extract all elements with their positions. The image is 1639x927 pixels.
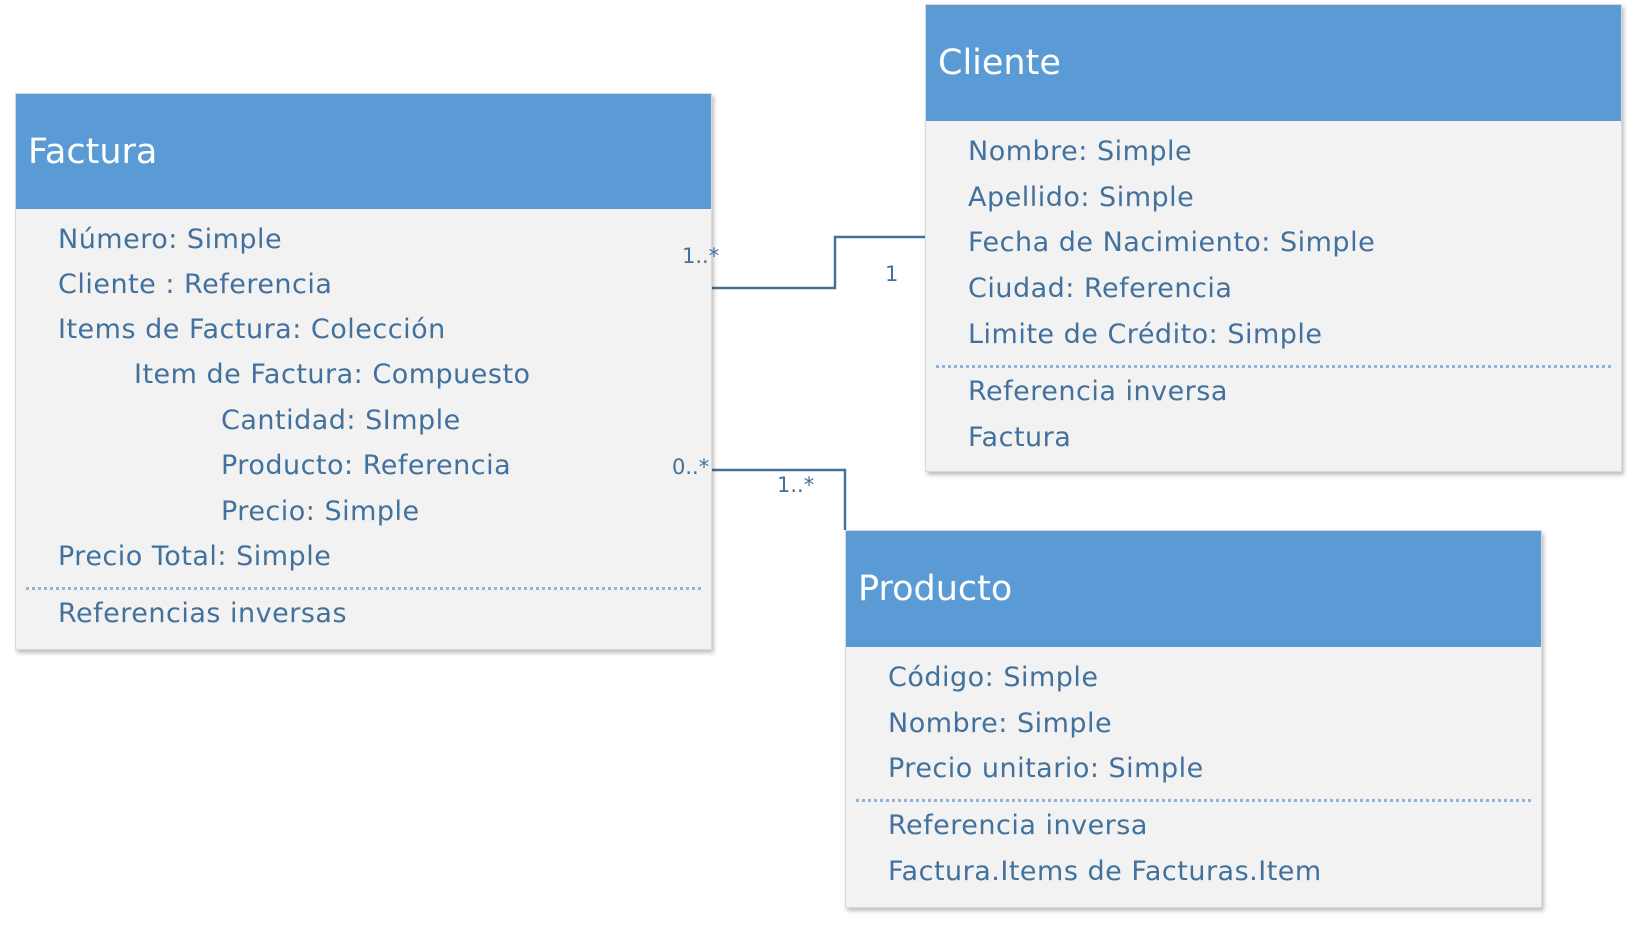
multiplicity-factura-producto-source: 0..*	[672, 455, 710, 479]
attribute-ciudad: Ciudad: Referencia	[968, 273, 1233, 304]
multiplicity-factura-producto-target: 1..*	[777, 473, 815, 497]
entity-factura[interactable]: Factura Número: Simple Cliente : Referen…	[15, 93, 712, 650]
attribute-precio-unitario: Precio unitario: Simple	[888, 753, 1204, 784]
connector-factura-producto	[700, 468, 847, 530]
entity-factura-header: Factura	[16, 94, 711, 209]
entity-producto[interactable]: Producto Código: Simple Nombre: Simple P…	[845, 530, 1542, 908]
multiplicity-factura-cliente-source: 1..*	[682, 244, 720, 268]
entity-producto-title: Producto	[858, 569, 1013, 609]
attribute-cantidad: Cantidad: SImple	[221, 405, 461, 436]
inverse-reference-target: Factura	[968, 422, 1072, 453]
attribute-codigo: Código: Simple	[888, 662, 1099, 693]
connector-factura-cliente	[700, 235, 925, 290]
multiplicity-factura-cliente-target: 1	[885, 262, 899, 286]
entity-cliente-header: Cliente	[926, 5, 1621, 121]
attribute-limite-de-credito: Limite de Crédito: Simple	[968, 319, 1323, 350]
inverse-reference-target: Factura.Items de Facturas.Item	[888, 856, 1322, 887]
attribute-precio: Precio: Simple	[221, 496, 420, 527]
attribute-items-de-factura: Items de Factura: Colección	[58, 314, 446, 345]
inverse-reference: Referencia inversa	[968, 376, 1228, 407]
attribute-cliente: Cliente : Referencia	[58, 269, 333, 300]
attribute-fecha-de-nacimiento: Fecha de Nacimiento: Simple	[968, 227, 1376, 258]
inverse-separator	[856, 799, 1531, 802]
attribute-nombre: Nombre: Simple	[888, 708, 1113, 739]
attribute-item-de-factura: Item de Factura: Compuesto	[134, 359, 531, 390]
entity-cliente-title: Cliente	[938, 43, 1061, 83]
entity-cliente[interactable]: Cliente Nombre: Simple Apellido: Simple …	[925, 4, 1622, 472]
inverse-separator	[936, 365, 1611, 368]
inverse-reference: Referencia inversa	[888, 810, 1148, 841]
attribute-precio-total: Precio Total: Simple	[58, 541, 332, 572]
inverse-separator	[26, 587, 701, 590]
attribute-numero: Número: Simple	[58, 224, 283, 255]
attribute-nombre: Nombre: Simple	[968, 136, 1193, 167]
entity-producto-header: Producto	[846, 531, 1541, 647]
inverse-reference: Referencias inversas	[58, 598, 348, 629]
attribute-producto: Producto: Referencia	[221, 450, 512, 481]
attribute-apellido: Apellido: Simple	[968, 182, 1195, 213]
entity-factura-title: Factura	[28, 131, 158, 172]
